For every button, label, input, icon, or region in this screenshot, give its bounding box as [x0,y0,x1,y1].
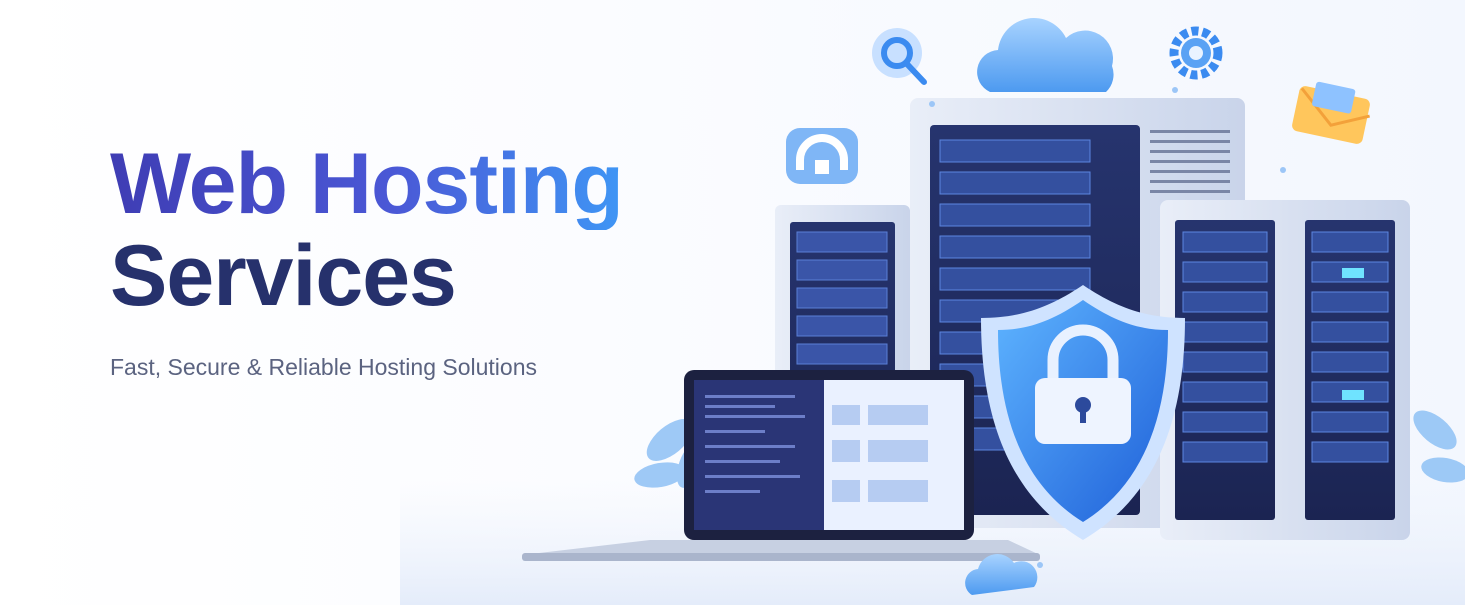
support-headset-icon [786,128,858,184]
cloud-small-icon [965,554,1038,595]
mail-icon [1292,81,1370,144]
laptop-icon [522,370,1040,561]
page-title: Web Hosting Services [110,136,624,324]
search-icon [872,28,927,85]
server-rack-right-icon [1160,200,1410,540]
subtitle: Fast, Secure & Reliable Hosting Solution… [110,354,537,380]
lock-icon [1035,324,1131,444]
leaf-decoration-right [1413,410,1465,483]
title-line-1: Web Hosting [110,136,624,232]
cloud-icon [977,18,1114,93]
gear-icon [1169,26,1223,80]
hero-text-block: Web Hosting Services Fast, Secure & Reli… [110,136,624,381]
title-line-2: Services [110,228,457,324]
